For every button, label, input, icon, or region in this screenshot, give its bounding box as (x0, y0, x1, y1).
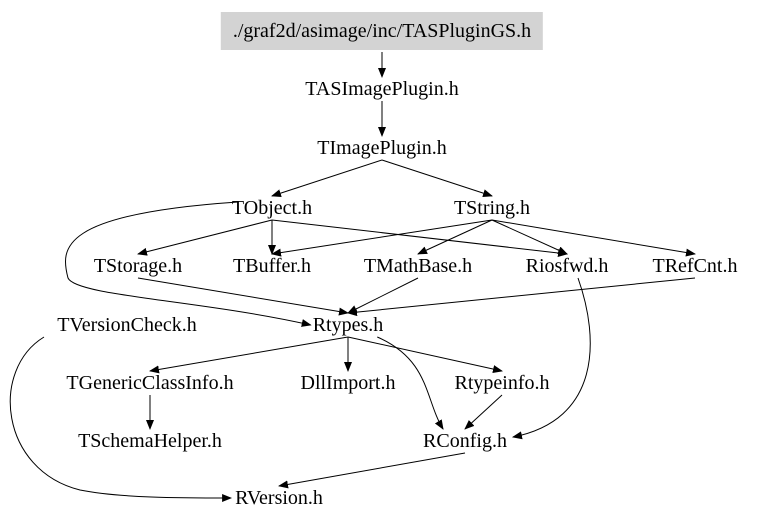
edge-tobject-to-tstorage (137, 219, 273, 256)
edge-rtypes-to-tgenericclassinfo (149, 336, 349, 374)
node-tobject[interactable]: TObject.h (231, 197, 313, 219)
node-root-header[interactable]: ./graf2d/asimage/inc/TASPluginGS.h (220, 12, 544, 50)
node-riosfwd[interactable]: Riosfwd.h (525, 255, 609, 277)
node-timageplugin[interactable]: TImagePlugin.h (317, 137, 447, 159)
edge-tstring-to-tmathbase (417, 219, 493, 255)
node-tgenericclassinfo[interactable]: TGenericClassInfo.h (66, 372, 234, 394)
node-rconfig[interactable]: RConfig.h (423, 430, 507, 452)
node-tbuffer[interactable]: TBuffer.h (233, 255, 311, 277)
node-tmathbase[interactable]: TMathBase.h (363, 255, 473, 277)
edge-rtypes-to-rconfig (377, 336, 444, 430)
edge-tobject-to-rtypes (64, 201, 312, 327)
edge-tmathbase-to-rtypes (347, 277, 419, 314)
node-tstorage[interactable]: TStorage.h (93, 255, 183, 277)
edge-rtypes-to-rtypeinfo (347, 336, 503, 373)
node-tversioncheck[interactable]: TVersionCheck.h (57, 314, 197, 336)
edge-riosfwd-to-rconfig (511, 277, 591, 440)
node-tasimageplugin[interactable]: TASImagePlugin.h (305, 78, 459, 100)
edge-timageplugin-to-tobject (271, 159, 383, 198)
edge-timageplugin-to-tstring (381, 159, 493, 198)
edge-tversioncheck-to-rversion (9, 336, 233, 502)
node-tstring[interactable]: TString.h (453, 197, 531, 219)
node-trefcnt[interactable]: TRefCnt.h (652, 255, 738, 277)
node-rtypes[interactable]: Rtypes.h (312, 314, 384, 336)
edge-tstring-to-riosfwd (491, 219, 568, 255)
edge-tobject-to-riosfwd (271, 219, 568, 257)
node-rversion[interactable]: RVersion.h (235, 487, 323, 509)
edge-tstorage-to-rtypes (137, 277, 349, 316)
edge-trefcnt-to-rtypes (347, 277, 696, 317)
node-tschemahelper[interactable]: TSchemaHelper.h (78, 430, 222, 452)
edge-rtypeinfo-to-rconfig (464, 394, 503, 430)
node-dllimport[interactable]: DllImport.h (300, 372, 396, 394)
node-rtypeinfo[interactable]: Rtypeinfo.h (454, 372, 550, 394)
edge-rconfig-to-rversion (278, 452, 466, 489)
edge-tstring-to-tbuffer (271, 219, 493, 257)
edge-tstring-to-trefcnt (491, 219, 696, 257)
